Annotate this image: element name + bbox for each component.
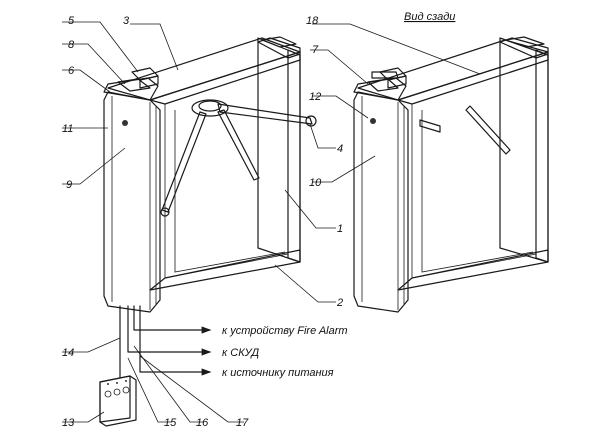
callout-15: 15 — [164, 417, 177, 429]
connection-fire-alarm: к устройству Fire Alarm — [222, 325, 348, 337]
connection-power: к источнику питания — [222, 367, 334, 379]
callout-9: 9 — [66, 179, 72, 191]
callout-18: 18 — [306, 15, 319, 27]
callout-16: 16 — [196, 417, 209, 429]
front-card-reader — [122, 120, 128, 126]
view-label: Вид сзади — [404, 11, 455, 23]
callout-7: 7 — [312, 44, 319, 56]
callout-3: 3 — [123, 15, 130, 27]
rear-card-reader — [370, 118, 376, 124]
callout-13: 13 — [62, 417, 75, 429]
rear-near-column — [353, 91, 409, 313]
callout-17: 17 — [236, 417, 249, 429]
leader-lines — [62, 21, 481, 423]
connection-skud: к СКУД — [222, 347, 259, 359]
callout-12: 12 — [309, 91, 321, 103]
callout-8: 8 — [68, 39, 75, 51]
connection-labels: к устройству Fire Alarm к СКУД к источни… — [222, 325, 348, 379]
callout-14: 14 — [62, 347, 74, 359]
front-rotor — [160, 99, 317, 217]
callout-4: 4 — [337, 143, 343, 155]
callout-labels: 5 8 6 3 11 9 4 1 2 18 7 12 10 14 13 15 1… — [62, 15, 343, 429]
callout-11: 11 — [62, 123, 73, 135]
callout-2: 2 — [336, 297, 343, 309]
remote-control — [99, 375, 137, 427]
front-turnstile — [103, 36, 317, 313]
front-near-column — [103, 91, 161, 313]
front-top-cap — [103, 77, 159, 101]
callout-1: 1 — [337, 223, 343, 235]
cable-bundle — [119, 305, 212, 379]
callout-5: 5 — [68, 15, 75, 27]
rear-turnstile — [353, 36, 549, 313]
callout-6: 6 — [68, 65, 75, 77]
callout-10: 10 — [309, 177, 322, 189]
